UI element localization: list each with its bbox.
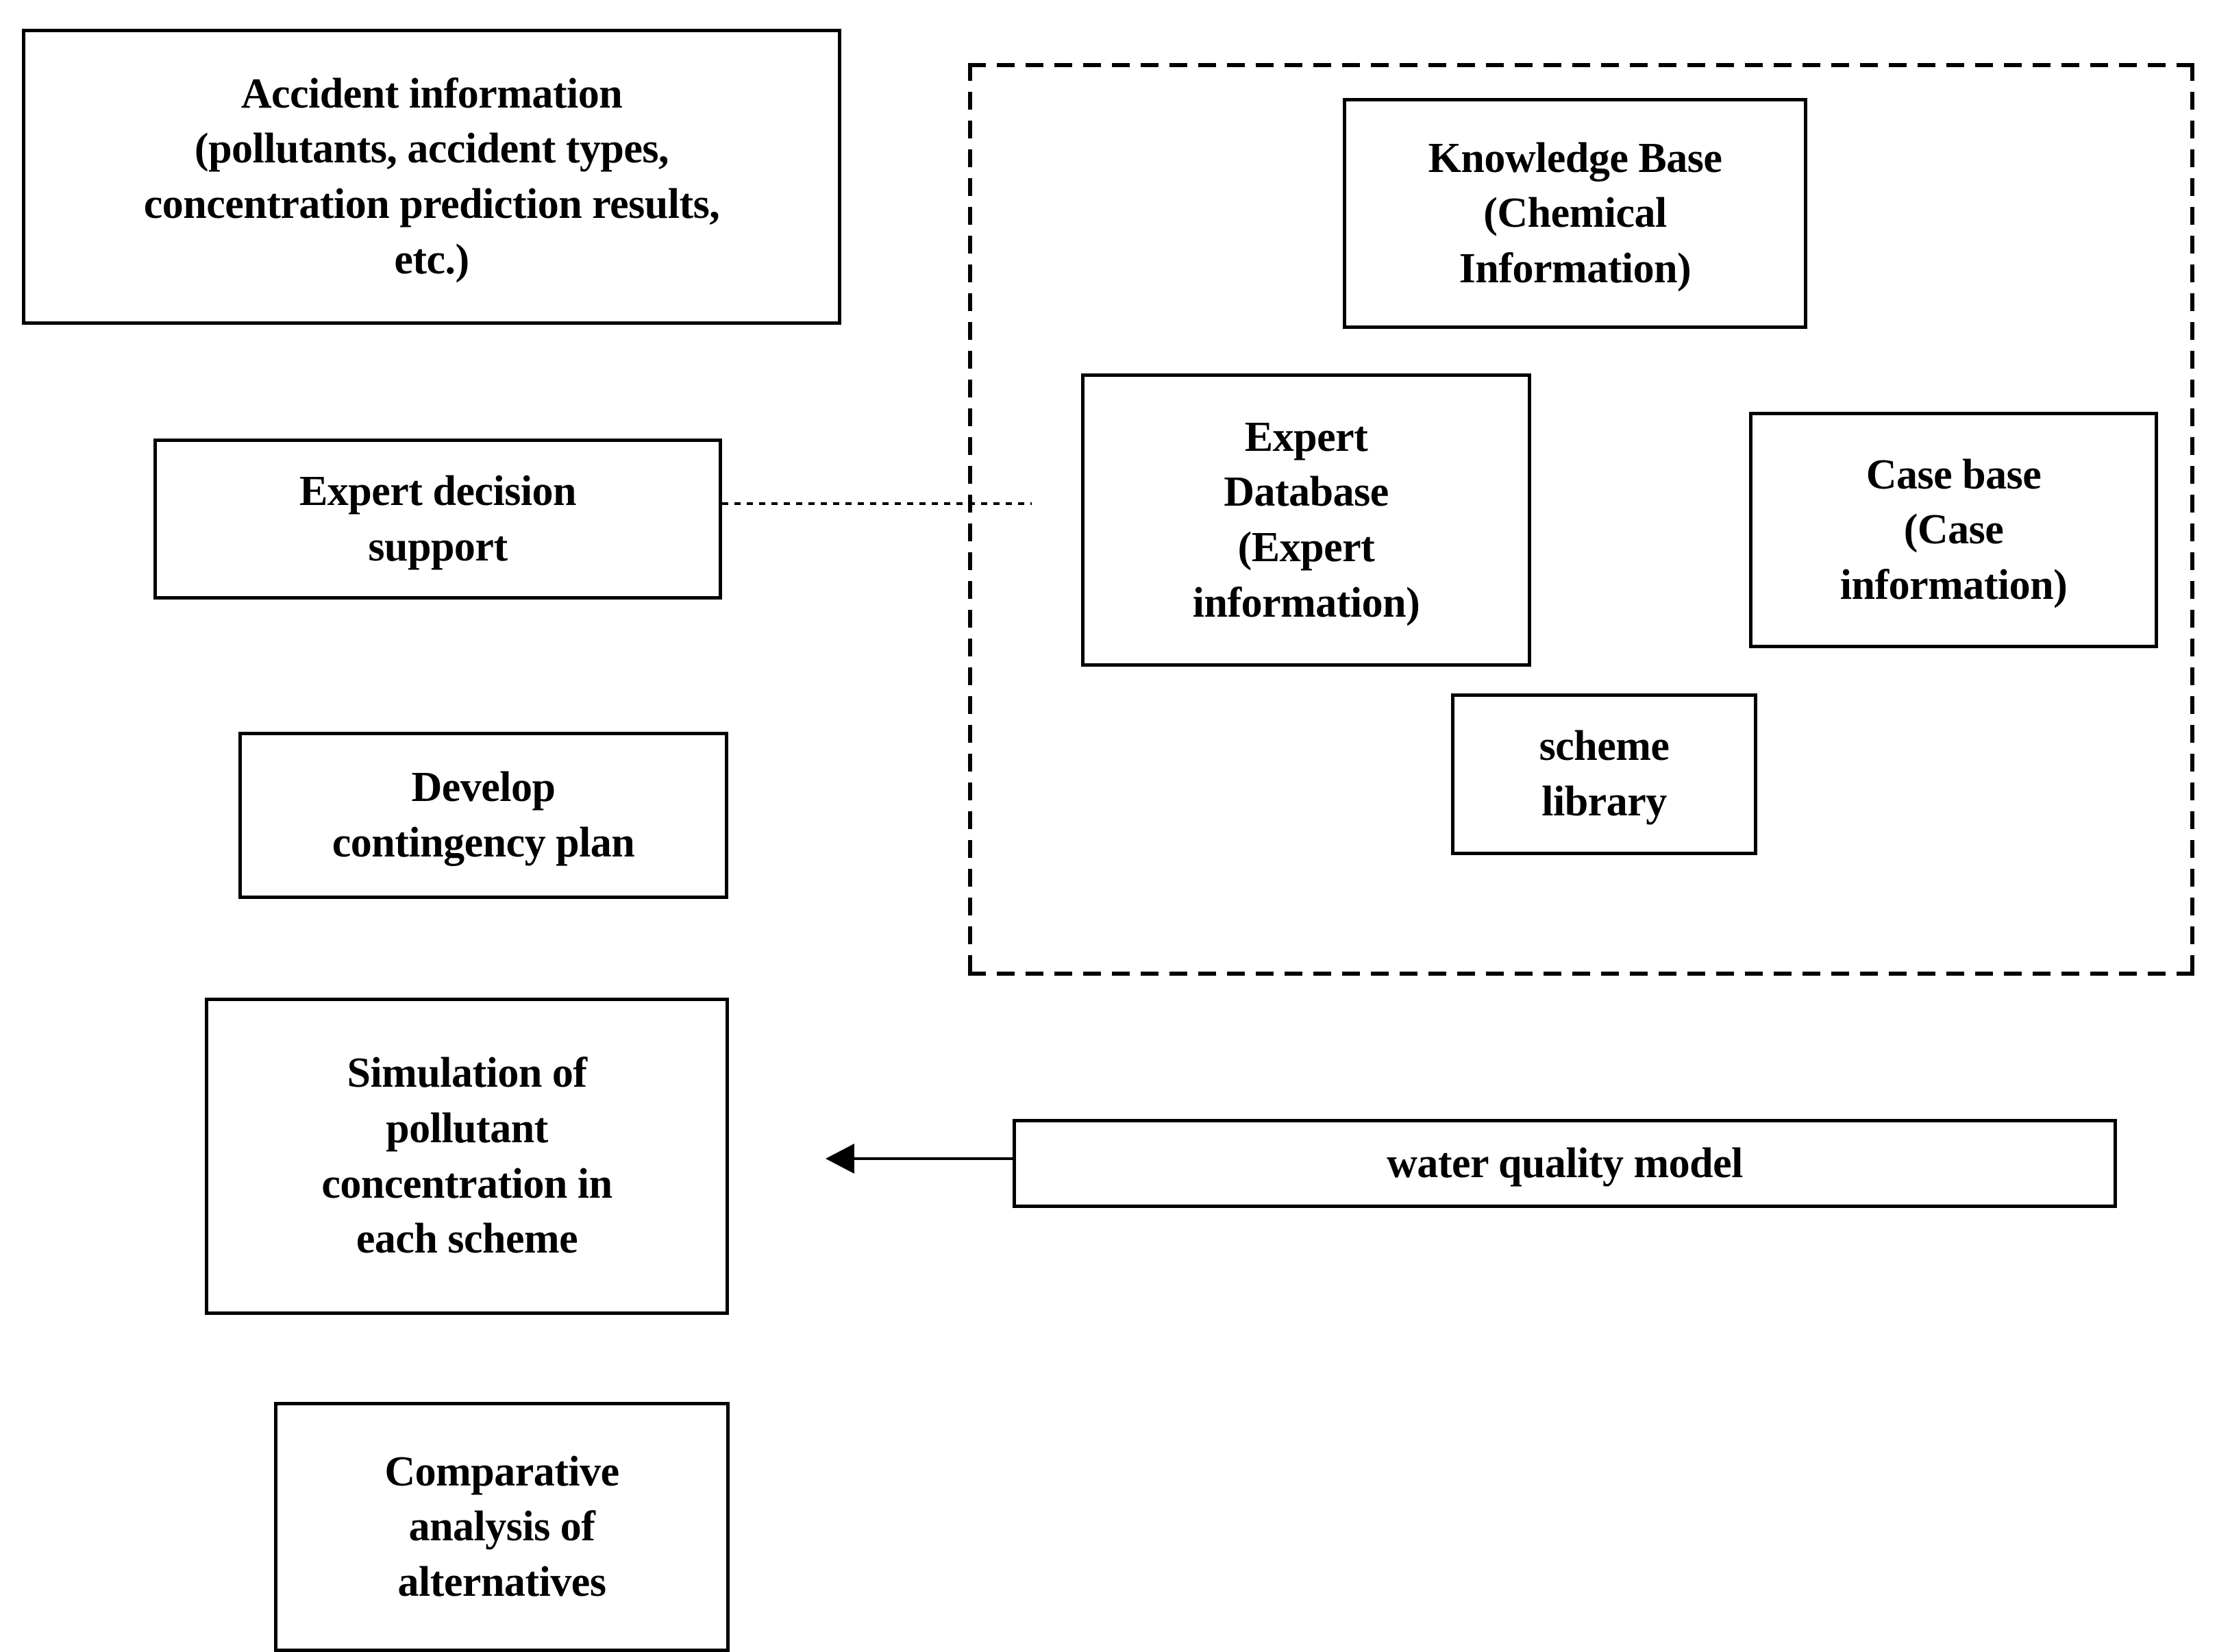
group-frame-right-edge — [2190, 63, 2194, 976]
node-knowledge-base[interactable]: Knowledge Base (Chemical Information) — [1343, 98, 1807, 329]
connector-water-quality-model-to-simulation — [826, 1144, 1013, 1174]
node-comparative-analysis-of-alternatives[interactable]: Comparative analysis of alternatives — [274, 1402, 730, 1652]
node-expert-decision-support[interactable]: Expert decision support — [153, 439, 722, 600]
node-accident-information[interactable]: Accident information (pollutants, accide… — [22, 29, 841, 325]
node-expert-database[interactable]: Expert Database (Expert information) — [1081, 373, 1531, 667]
node-scheme-library[interactable]: scheme library — [1451, 693, 1757, 855]
node-develop-contingency-plan[interactable]: Develop contingency plan — [238, 732, 728, 899]
arrow-shaft — [850, 1157, 1013, 1160]
arrow-head-icon — [826, 1144, 854, 1174]
group-frame-left-edge — [968, 63, 972, 976]
connector-expert-decision-to-expert-database — [722, 502, 1032, 505]
knowledge-repository-group-frame — [968, 63, 2194, 976]
node-case-base[interactable]: Case base (Case information) — [1749, 412, 2158, 648]
node-water-quality-model[interactable]: water quality model — [1013, 1119, 2117, 1208]
node-simulation-of-pollutant-concentration[interactable]: Simulation of pollutant concentration in… — [205, 998, 729, 1315]
group-frame-bottom-edge — [968, 972, 2194, 976]
group-frame-top-edge — [968, 63, 2194, 67]
